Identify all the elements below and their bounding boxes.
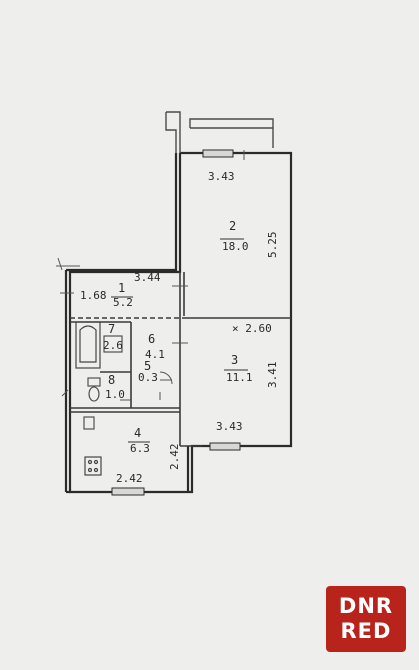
kitchen-sink xyxy=(83,416,95,430)
room-label-7: 7 2.6 xyxy=(103,322,123,352)
room-4-depth: 2.42 xyxy=(168,444,181,471)
watermark-logo: DNR RED xyxy=(326,586,406,652)
door-marks xyxy=(56,150,245,401)
room-area: 2.6 xyxy=(103,339,123,352)
room-2-width: 3.43 xyxy=(208,170,235,183)
balcony xyxy=(165,111,274,153)
room-number: 3 xyxy=(231,353,238,367)
windows xyxy=(111,149,241,496)
room-label-5: 5 0.3 xyxy=(138,359,158,384)
bathtub xyxy=(75,321,101,369)
watermark-line-1: DNR xyxy=(338,594,394,618)
room-3-extra: × 2.60 xyxy=(232,322,272,335)
room-4-width: 2.42 xyxy=(116,472,143,485)
room-number: 7 xyxy=(108,322,115,336)
room-number: 6 xyxy=(148,332,155,346)
watermark-line-2: RED xyxy=(340,619,392,643)
room-number: 8 xyxy=(108,373,115,387)
room-area: 4.1 xyxy=(145,348,165,361)
room-label-2: 2 18.0 xyxy=(220,219,249,253)
room-area: 1.0 xyxy=(105,388,125,401)
room-label-6: 6 4.1 xyxy=(145,332,165,361)
room-label-1: 1 5.2 xyxy=(111,281,133,309)
room-area: 5.2 xyxy=(113,296,133,309)
room-1-depth: 1.68 xyxy=(80,289,107,302)
room-label-3: 3 11.1 xyxy=(224,353,253,384)
room-3-depth: 3.41 xyxy=(266,362,279,389)
room-label-4: 4 6.3 xyxy=(128,426,150,455)
room-label-8: 8 1.0 xyxy=(105,373,125,401)
room-number: 5 xyxy=(144,359,151,373)
room-area: 6.3 xyxy=(130,442,150,455)
room-number: 1 xyxy=(118,281,125,295)
room-area: 0.3 xyxy=(138,371,158,384)
room-2-depth: 5.25 xyxy=(266,232,279,259)
stove xyxy=(84,456,102,476)
room-area: 18.0 xyxy=(222,240,249,253)
room-1-width: 3.44 xyxy=(134,271,161,284)
sink xyxy=(103,335,123,353)
outer-walls xyxy=(64,151,293,494)
room-3-width: 3.43 xyxy=(216,420,243,433)
room-number: 4 xyxy=(134,426,141,440)
room-number: 2 xyxy=(229,219,236,233)
room-area: 11.1 xyxy=(226,371,253,384)
toilet xyxy=(87,377,101,402)
